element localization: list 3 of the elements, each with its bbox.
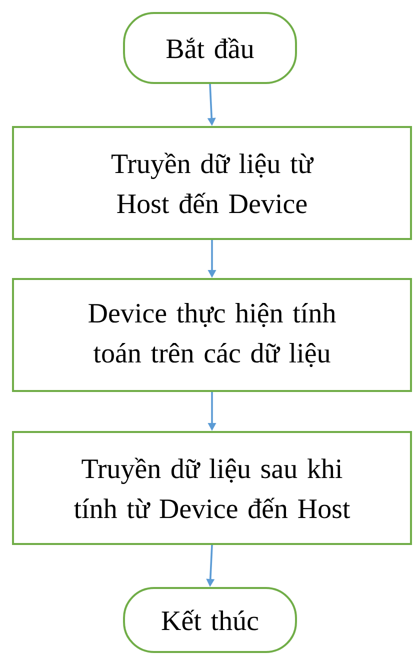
process-box: Truyền dữ liệu sau khi tính từ Device đến Host [12,431,412,545]
process-box: Device thực hiện tính toán trên các dữ liệu [12,278,412,392]
process-box: Truyền dữ liệu từ Host đến Device [12,126,412,240]
